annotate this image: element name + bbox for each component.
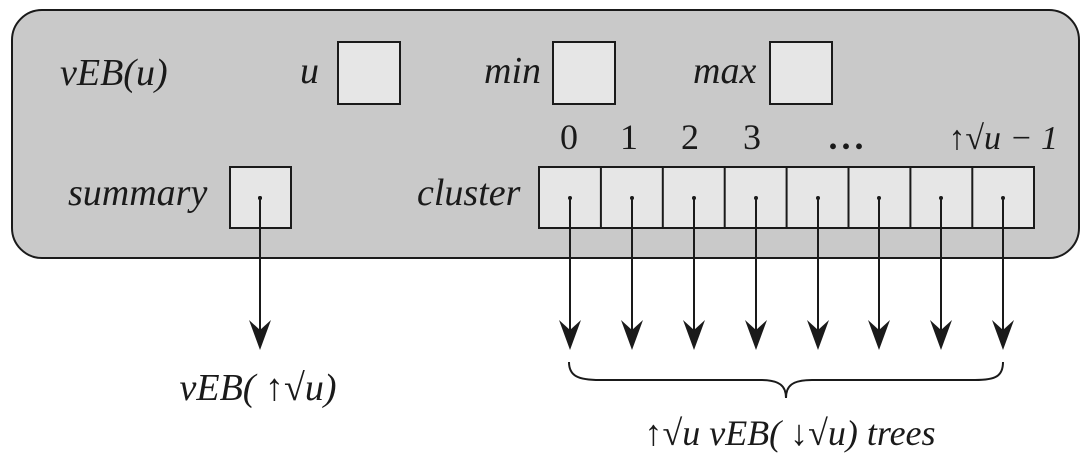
summary-pointer-arrow (249, 196, 271, 350)
u-label: u (300, 50, 319, 92)
min-label: min (484, 50, 541, 92)
max-field-box (769, 41, 833, 105)
max-label: max (693, 50, 756, 92)
cluster-pointer-arrow (745, 196, 767, 350)
cluster-index-1: 1 (620, 117, 638, 157)
clusters-brace (568, 361, 1004, 399)
cluster-index-0: 0 (560, 117, 578, 157)
summary-label: summary (68, 172, 207, 214)
cluster-pointer-arrow (683, 196, 705, 350)
cluster-pointer-arrow (930, 196, 952, 350)
cluster-index-3: 3 (743, 117, 761, 157)
u-field-box (337, 41, 401, 105)
structure-label: vEB(u) (60, 52, 168, 94)
cluster-index-ellipsis: ... (829, 117, 868, 157)
clusters-target-label: ↑√u vEB( ↓√u) trees (644, 413, 935, 453)
summary-target-label: vEB( ↑√u) (180, 367, 337, 409)
cluster-pointer-arrow (621, 196, 643, 350)
cluster-cell-dividers (599, 167, 974, 228)
cluster-pointer-arrow (559, 196, 581, 350)
pointer-arrows (249, 196, 1014, 350)
cluster-pointer-arrow (807, 196, 829, 350)
min-field-box (552, 41, 616, 105)
cluster-index-last: ↑√u − 1 (948, 120, 1058, 157)
cluster-pointer-arrow (868, 196, 890, 350)
cluster-index-2: 2 (681, 117, 699, 157)
cluster-label: cluster (417, 172, 521, 214)
cluster-pointer-arrow (992, 196, 1014, 350)
